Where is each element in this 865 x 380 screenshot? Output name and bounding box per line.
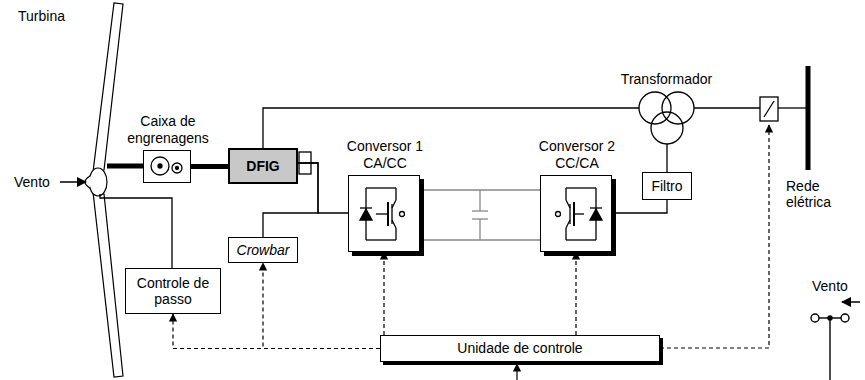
shaft [191,164,228,169]
wind-arrow [60,181,86,183]
pitch-link [100,194,172,268]
heading-label: Transformador [621,71,712,88]
anemometer [811,314,849,380]
grid-label: Rede elétrica [786,178,856,210]
breaker-blade [764,101,774,117]
box-label: DFIG [246,158,279,174]
grid-wire [694,107,760,108]
control-signal [263,263,380,349]
converter-box: Conversor 2 CC/CA [540,175,612,252]
heading-label: Conversor 1 CA/CC [337,138,433,172]
power-wire [420,190,540,240]
generator-box: DFIG [228,148,298,184]
turbine-rotor [85,3,123,377]
grid-wire [778,107,808,108]
control-signal [173,314,380,349]
gear-icon [151,157,182,175]
box-label: Controle de passo [126,275,220,307]
control-signal [660,125,769,348]
power-wire [612,200,667,213]
converter-box: Conversor 1 CA/CC [348,175,420,252]
transformer-symbol [639,92,694,144]
wind-arrow [842,301,860,303]
box-label: Unidade de controle [457,340,582,356]
component-label: Turbina [18,8,65,24]
converter-symbol [556,188,603,240]
wind-label: Vento [812,278,848,294]
grid-bus [806,66,811,170]
shaft [107,164,143,169]
control-unit-box: Unidade de controle [380,335,660,362]
box-label: Filtro [651,178,682,194]
circuit-breaker [760,97,778,121]
pitch-control-box: Controle de passo [125,268,221,314]
converter-symbol [360,188,405,240]
heading-label: Caixa de engrenagens [112,113,224,147]
crowbar-box: Crowbar [228,237,298,263]
control-signal [575,252,576,335]
box-label: Crowbar [237,242,290,258]
heading-label: Conversor 2 CC/CA [529,138,625,172]
filter-box: Filtro [642,172,692,200]
dc-capacitor [472,190,488,240]
transformer: Transformador [639,92,694,144]
control-input [516,364,517,380]
wind-label: Vento [14,174,50,190]
power-wire [298,163,348,213]
control-signal [383,252,384,335]
gearbox-box: Caixa de engrenagens [143,150,191,183]
power-wire [666,144,667,172]
